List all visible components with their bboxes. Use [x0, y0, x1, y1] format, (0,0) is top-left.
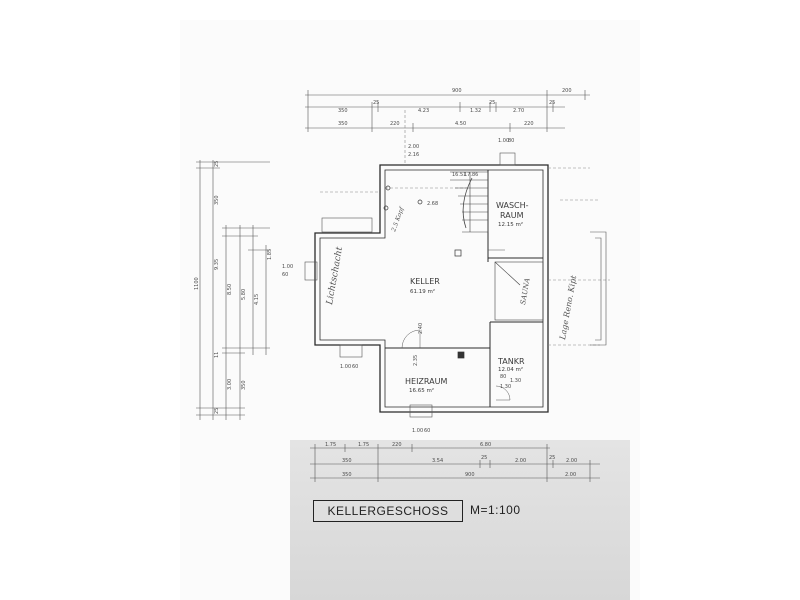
waschraum-area: 12.15 m² — [498, 221, 523, 228]
dim-left-25a: 25 — [214, 161, 220, 167]
lichtschacht-note: Lichtschacht — [325, 246, 345, 307]
open-60c: 60 — [352, 364, 358, 370]
dim-left-935: 9.35 — [214, 259, 220, 270]
drawing-scale: M=1:100 — [470, 503, 521, 517]
dim-left-850: 8.50 — [227, 284, 233, 295]
dim-r3-3: 220 — [524, 121, 534, 127]
kopf-note: 2.5 Kopf — [390, 205, 406, 234]
dim-r2-6: 25 — [549, 100, 555, 106]
dim-left-25b: 25 — [214, 408, 220, 414]
dim-bot-r2-2: 25 — [481, 455, 487, 461]
outer-walls — [314, 164, 549, 413]
dim-r2-4: 25 — [489, 100, 495, 106]
scan-shadow — [290, 440, 630, 600]
dim-bot-r2-5: 2.00 — [566, 458, 577, 464]
left-dimension-chains — [196, 160, 270, 420]
dim-top-200: 200 — [562, 88, 572, 94]
dim-bot-r1-2: 220 — [392, 442, 402, 448]
stair-268: 2.68 — [427, 201, 438, 207]
open-100b: 1.00 — [282, 264, 293, 270]
dim-left-350a: 350 — [214, 195, 220, 205]
open-60b: 60 — [282, 272, 288, 278]
dim-bot-r2-1: 3.54 — [432, 458, 443, 464]
sauna-label: SAUNA — [519, 277, 532, 305]
drawing-title: KELLERGESCHOSS — [313, 500, 463, 522]
floor-drains — [383, 185, 465, 359]
dim-bot-r2-0: 350 — [342, 458, 352, 464]
right-handnote: Lage Reno. Kipt — [558, 274, 578, 341]
stair-label-1651: 16.51 — [452, 172, 466, 178]
dim-top-900: 900 — [452, 88, 462, 94]
open-240: 2.40 — [418, 323, 424, 334]
tankr-name: TANKR — [497, 357, 525, 366]
waschraum-name-1: WASCH- — [496, 201, 529, 210]
open-80a: 80 — [508, 138, 514, 144]
dim-r2-1: 25 — [373, 100, 379, 106]
dim-left-415: 4.15 — [254, 294, 260, 305]
dim-r2-2: 4.23 — [418, 108, 429, 114]
bottom-dimension-chains — [310, 444, 600, 482]
dim-r2-0: 350 — [338, 108, 348, 114]
open-130e: 1.30 — [510, 378, 521, 384]
dim-left-580: 5.80 — [241, 289, 247, 300]
dim-bot-r2-4: 25 — [549, 455, 555, 461]
stair-label-1786: 17.86 — [464, 172, 478, 178]
dim-bot-r1-1: 1.75 — [358, 442, 369, 448]
dim-r2-3: 1.32 — [470, 108, 481, 114]
dim-left-185: 1.85 — [267, 249, 273, 260]
waschraum-name-2: RAUM — [500, 211, 524, 220]
dim-bot-r3-0: 350 — [342, 472, 352, 478]
open-100a: 1.00 — [498, 138, 509, 144]
keller-area: 61.19 m² — [410, 288, 435, 295]
dim-bot-r3-1: 900 — [465, 472, 475, 478]
door-swings — [401, 249, 511, 401]
dim-r3-2: 4.50 — [455, 121, 466, 127]
dim-bot-r1-0: 1.75 — [325, 442, 336, 448]
open-216: 2.16 — [408, 152, 419, 158]
dim-r3-0: 350 — [338, 121, 348, 127]
open-100d: 1.00 — [412, 428, 423, 434]
open-200: 2.00 — [408, 144, 419, 150]
right-bays — [590, 231, 607, 346]
heizraum-area: 16.65 m² — [409, 387, 434, 394]
dim-bot-r1-3: 6.80 — [480, 442, 491, 448]
keller-name: KELLER — [410, 277, 440, 286]
dim-left-1100: 1100 — [194, 277, 200, 290]
dim-left-11: 11 — [214, 352, 220, 358]
open-130f: 1.30 — [500, 384, 511, 390]
sauna-box — [494, 261, 544, 321]
dim-r2-5: 2.70 — [513, 108, 524, 114]
open-235: 2.35 — [413, 355, 419, 366]
top-dimension-chains — [305, 90, 590, 132]
open-100c: 1.00 — [340, 364, 351, 370]
light-well — [304, 152, 516, 418]
open-80e: 80 — [500, 374, 506, 380]
open-60d: 60 — [424, 428, 430, 434]
dim-bot-r3-2: 2.00 — [565, 472, 576, 478]
staircase — [450, 171, 489, 233]
dim-left-300: 3.00 — [227, 379, 233, 390]
heizraum-name: HEIZRAUM — [405, 377, 447, 386]
dim-r3-1: 220 — [390, 121, 400, 127]
dim-left-350b: 350 — [241, 380, 247, 390]
dim-bot-r2-3: 2.00 — [515, 458, 526, 464]
tankr-area: 12.04 m² — [498, 366, 523, 373]
